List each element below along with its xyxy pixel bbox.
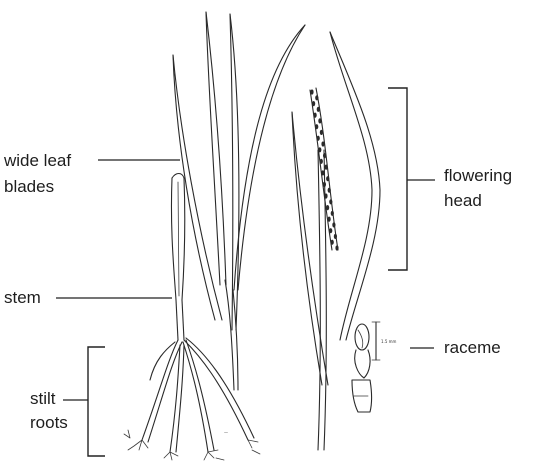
spikelet [314,113,317,118]
wide-leaf-label-line1: wide leaf [4,150,71,172]
stilt-roots-label-line1: stilt [30,388,56,410]
spikelet [315,124,318,129]
right-plant [292,32,380,450]
stem-label: stem [4,287,41,309]
spikelet [328,217,331,222]
wide-leaf-label-line2: blades [4,176,54,198]
left-plant-leaves [171,12,305,390]
spikelet [310,89,313,94]
spikelet [320,159,323,164]
spikelet [321,141,324,146]
spikelet [318,118,321,123]
spikelet [329,228,332,233]
root-scale-mark: — [224,430,228,435]
spikelet [328,188,331,193]
spikelet [331,211,334,216]
spikelet [331,240,334,245]
raceme-detail: 1.5 mm [352,322,397,412]
spikelet [323,182,326,187]
stilt-roots: — [124,338,260,460]
flowering-head-bracket [388,88,407,270]
spikelet [320,130,323,135]
spikelet [325,165,328,170]
spikelet [324,193,327,198]
stilt-roots-bracket [88,347,105,456]
flowering-head-label-line2: head [444,190,482,212]
stilt-roots-label-line2: roots [30,412,68,434]
spikelet [329,199,332,204]
scale-label: 1.5 mm [381,339,397,344]
spikelet [326,205,329,210]
spikelet [335,245,338,250]
flowering-head-label-line1: flowering [444,165,512,187]
spikelet [332,222,335,227]
spikelet [317,136,320,141]
spikelet [321,170,324,175]
spikelet [315,95,318,100]
spikelet [323,153,326,158]
spikelet [312,101,315,106]
spikelet [334,234,337,239]
spikelet [318,147,321,152]
raceme-label: raceme [444,337,501,359]
spikelet [317,107,320,112]
spikelet [326,176,329,181]
